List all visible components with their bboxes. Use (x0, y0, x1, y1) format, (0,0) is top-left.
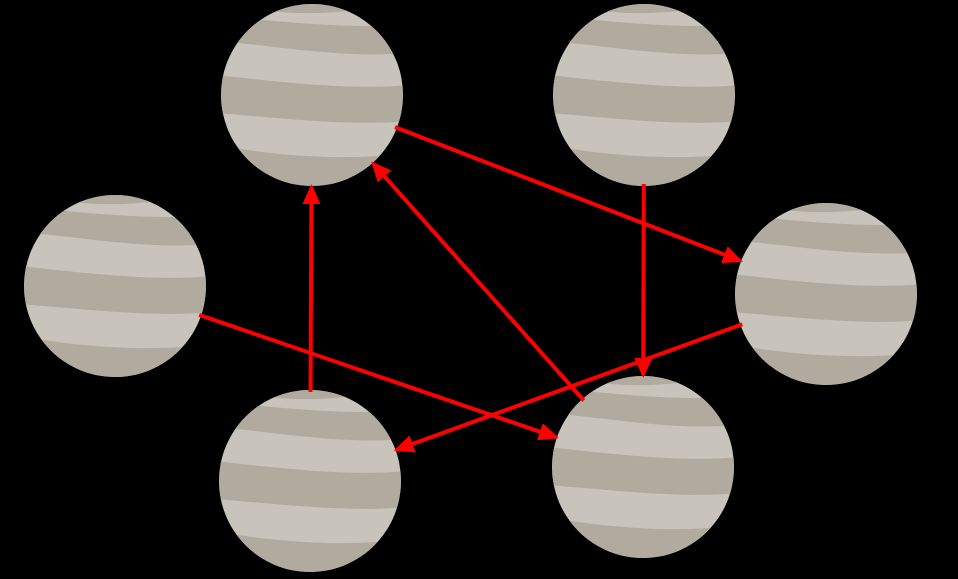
banded-planet-icon (735, 203, 917, 385)
edge-top-left-to-middle-right (394, 125, 743, 264)
edge-bottom-left-to-top-left (302, 184, 321, 393)
planet-node-bottom-left (219, 390, 401, 572)
planet-node-top-right (553, 4, 735, 186)
planet-node-middle-right (735, 203, 917, 385)
banded-planet-icon (221, 4, 403, 186)
banded-planet-icon (553, 4, 735, 186)
edge-bottom-right-to-top-left (371, 161, 586, 402)
planet-node-top-left (221, 4, 403, 186)
edge-top-right-to-bottom-right (634, 183, 653, 378)
planets-layer (24, 4, 917, 572)
banded-planet-icon (219, 390, 401, 572)
banded-planet-icon (552, 376, 734, 558)
banded-planet-icon (24, 195, 206, 377)
planet-node-middle-left (24, 195, 206, 377)
edge-middle-left-to-bottom-right (198, 313, 559, 441)
planet-node-bottom-right (552, 376, 734, 558)
edges-layer (198, 125, 743, 453)
